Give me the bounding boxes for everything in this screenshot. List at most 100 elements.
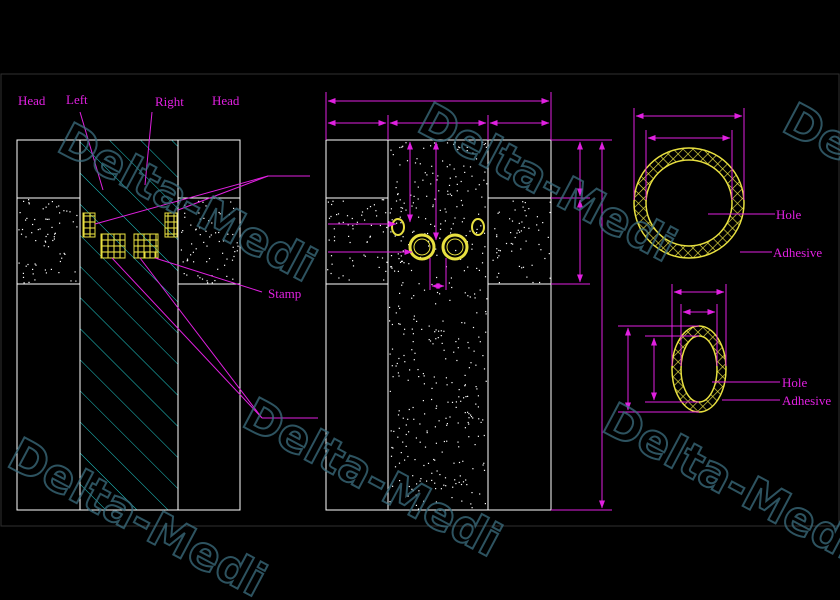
speckle-dot	[451, 382, 453, 384]
speckle-dot	[205, 230, 207, 232]
speckle-dot	[412, 490, 414, 492]
speckle-dot	[475, 403, 477, 405]
speckle-dot	[32, 268, 34, 270]
speckle-dot	[472, 417, 474, 419]
label-hole-1: Hole	[776, 207, 802, 222]
speckle-dot	[390, 455, 393, 457]
speckle-dot	[412, 341, 414, 343]
speckle-dot	[428, 339, 430, 341]
speckle-dot	[477, 435, 479, 437]
speckle-dot	[436, 254, 438, 256]
speckle-dot	[383, 279, 385, 281]
speckle-dot	[482, 419, 484, 421]
speckle-dot	[466, 484, 468, 486]
speckle-dot	[233, 207, 235, 209]
speckle-dot	[496, 234, 498, 236]
speckle-dot	[466, 150, 468, 152]
speckle-dot	[20, 233, 23, 235]
speckle-dot	[472, 468, 474, 470]
speckle-dot	[402, 145, 404, 147]
speckle-dot	[342, 275, 344, 277]
speckle-dot	[476, 228, 478, 230]
speckle-dot	[392, 485, 394, 487]
speckle-dot	[466, 146, 468, 148]
speckle-dot	[366, 208, 369, 210]
speckle-dot	[467, 266, 469, 268]
speckle-dot	[44, 269, 46, 271]
speckle-dot	[50, 268, 52, 270]
speckle-dot	[413, 315, 415, 317]
speckle-dot	[54, 232, 56, 234]
speckle-dot	[396, 222, 398, 224]
speckle-dot	[401, 284, 403, 286]
speckle-dot	[445, 211, 447, 213]
speckle-dot	[413, 418, 415, 420]
speckle-dot	[435, 501, 437, 503]
speckle-dot	[455, 483, 457, 485]
speckle-dot	[464, 412, 466, 414]
speckle-dot	[468, 436, 470, 438]
speckle-dot	[416, 158, 418, 160]
speckle-dot	[428, 245, 430, 247]
speckle-dot	[195, 228, 197, 230]
speckle-dot	[467, 411, 469, 413]
speckle-dot	[206, 280, 208, 282]
speckle-dot	[476, 267, 478, 269]
speckle-dot	[32, 223, 34, 226]
hole-large-right	[441, 233, 469, 261]
speckle-dot	[431, 479, 433, 481]
speckle-dot	[449, 416, 451, 418]
speckle-dot	[199, 234, 201, 236]
speckle-dot	[474, 297, 476, 299]
speckle-dot	[397, 270, 399, 272]
speckle-dot	[426, 430, 428, 432]
speckle-dot	[205, 205, 207, 207]
speckle-dot	[482, 464, 484, 466]
speckle-dot	[440, 223, 442, 225]
label-head-left: Head	[18, 93, 46, 108]
speckle-dot	[518, 265, 520, 267]
speckle-dot	[405, 445, 407, 447]
speckle-dot	[523, 226, 525, 229]
speckle-dot	[456, 206, 458, 208]
speckle-dot	[540, 249, 542, 251]
speckle-dot	[389, 390, 391, 392]
speckle-dot	[25, 265, 27, 267]
speckle-dot	[352, 265, 355, 267]
speckle-dot	[22, 272, 24, 274]
speckle-dot	[423, 464, 425, 467]
speckle-dot	[218, 240, 220, 243]
speckle-dot	[327, 269, 329, 271]
speckle-dot	[419, 256, 422, 258]
speckle-dot	[475, 188, 477, 190]
speckle-dot	[453, 143, 455, 145]
speckle-dot	[461, 500, 463, 502]
speckle-dot	[408, 244, 410, 246]
speckle-dot	[27, 263, 29, 266]
speckle-dot	[370, 224, 372, 226]
speckle-dot	[544, 257, 546, 260]
speckle-dot	[226, 275, 228, 277]
speckle-dot	[397, 436, 399, 438]
speckle-dot	[440, 335, 442, 337]
speckle-dot	[450, 228, 452, 230]
speckle-dot	[458, 396, 460, 398]
speckle-dot	[452, 486, 454, 488]
speckle-dot	[222, 240, 225, 242]
speckle-dot	[413, 318, 415, 320]
speckle-dot	[419, 441, 421, 443]
speckle-dot	[447, 401, 449, 403]
speckle-dot	[442, 160, 444, 162]
speckle-dot	[42, 208, 44, 210]
speckle-dot	[361, 214, 363, 216]
speckle-dot	[479, 289, 481, 291]
speckle-dot	[398, 462, 401, 464]
speckle-dot	[418, 283, 420, 285]
speckle-dot	[399, 323, 401, 325]
speckle-dot	[31, 232, 33, 234]
speckle-dot	[28, 199, 30, 201]
speckle-dot	[467, 395, 469, 397]
speckle-dot	[430, 183, 432, 185]
speckle-dot	[402, 417, 404, 419]
speckle-dot	[389, 501, 391, 503]
